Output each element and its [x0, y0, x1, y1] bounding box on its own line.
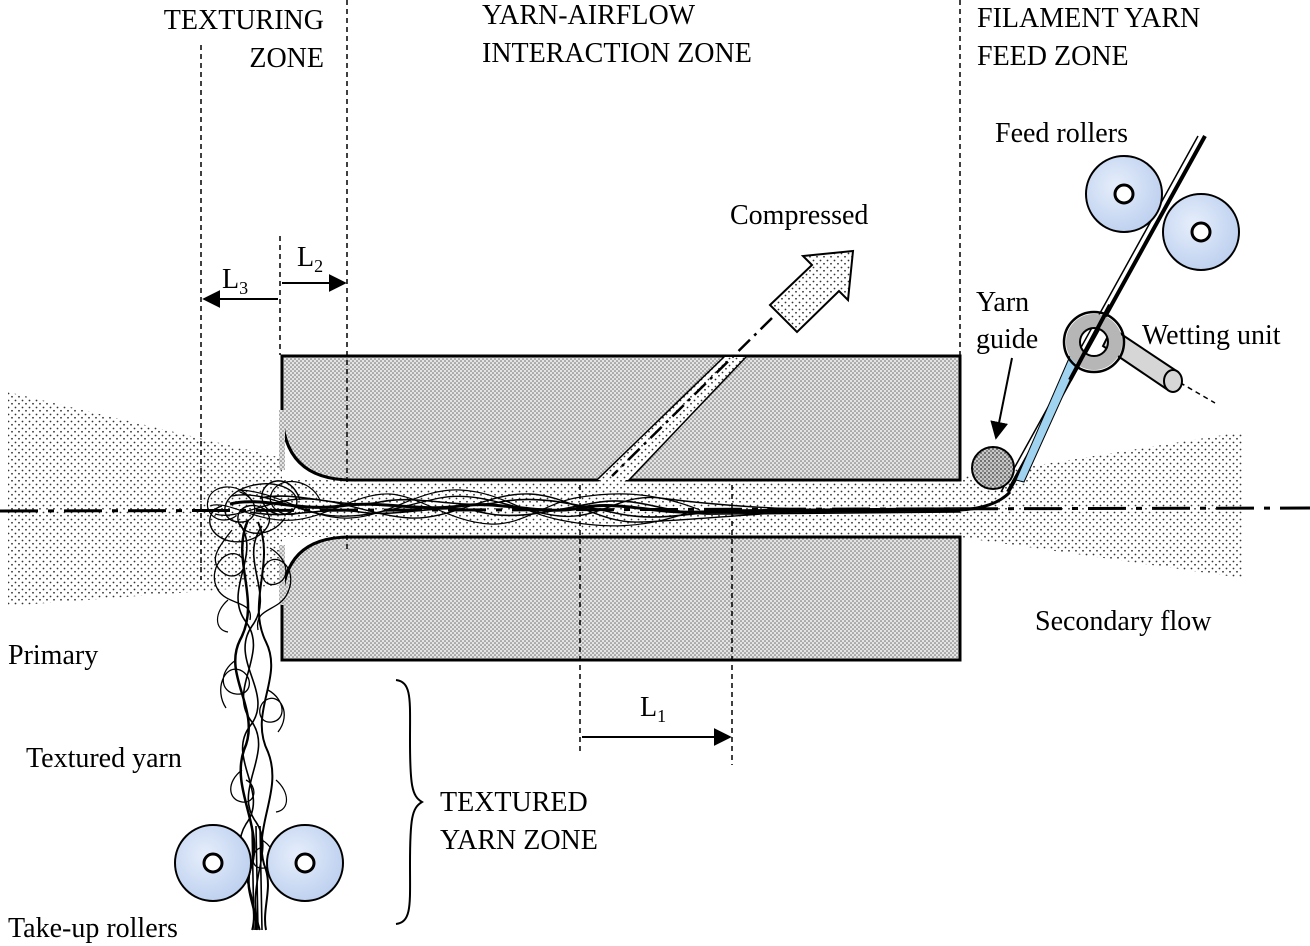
wetting-unit-pipe-end: [1163, 369, 1183, 393]
primary-flow-region: [8, 392, 282, 606]
l2-label: L2: [297, 242, 323, 276]
take-up-roller-right-hub: [294, 852, 316, 874]
feed-zone-label-line1: FILAMENT YARN: [977, 3, 1200, 34]
textured-yarn-zone-brace: [395, 679, 424, 925]
l2-letter: L: [297, 242, 314, 273]
interaction-zone-label-line2: INTERACTION ZONE: [482, 38, 752, 69]
feed-roller-right-hub: [1190, 221, 1212, 243]
nozzle-lower-block: [280, 535, 962, 662]
air-inlet-centerline: [611, 317, 773, 477]
nozzle-entry-lip-lower: [279, 545, 285, 605]
primary-label: Primary: [8, 640, 98, 671]
take-up-rollers: [174, 824, 344, 902]
textured-yarn-label: Textured yarn: [26, 743, 182, 774]
l3-letter: L: [222, 264, 239, 295]
air-inlet-channel: [598, 357, 745, 480]
wetting-unit-ring-inner: [1066, 314, 1122, 370]
feed-rollers-label: Feed rollers: [995, 118, 1128, 149]
l1-label: L1: [640, 692, 666, 726]
feed-yarn-through-wetting: [1068, 304, 1112, 381]
l1-letter: L: [640, 692, 657, 723]
l3-label: L3: [222, 264, 248, 298]
l3-subscript: 3: [239, 278, 248, 298]
compressed-label: Compressed: [730, 200, 868, 231]
texturing-zone-label-line1: TEXTURING: [164, 5, 324, 36]
compressed-air-arrow: [768, 249, 855, 334]
yarn-bundle: [206, 480, 1012, 543]
wetting-unit-label: Wetting unit: [1142, 320, 1281, 351]
yarn-guide-label-line2: guide: [976, 324, 1038, 355]
take-up-roller-left-hub: [202, 852, 224, 874]
take-up-rollers-label: Take-up rollers: [8, 913, 178, 944]
l2-subscript: 2: [314, 256, 323, 276]
feed-zone-label-line2: FEED ZONE: [977, 41, 1129, 72]
interaction-zone-label-line1: YARN-AIRFLOW: [482, 0, 696, 31]
texturing-zone-label-line2: ZONE: [249, 43, 324, 74]
feed-yarn-strand: [1000, 135, 1199, 493]
wetting-unit-ring: [1062, 310, 1126, 374]
wetting-unit-ring-core: [1079, 327, 1109, 357]
textured-yarn-zone-label-line1: TEXTURED: [440, 787, 588, 818]
feed-rollers: [1085, 155, 1240, 271]
yarn-guide-pointer: [990, 357, 1013, 440]
secondary-flow-label: Secondary flow: [1035, 606, 1212, 637]
nozzle-entry-lip: [279, 410, 285, 470]
l1-subscript: 1: [657, 706, 666, 726]
textured-yarn-nip: [251, 825, 263, 931]
yarn-guide: [971, 446, 1015, 490]
yarn-guide-label-line1: Yarn: [976, 287, 1029, 318]
feed-roller-left-hub: [1113, 183, 1135, 205]
textured-yarn-zone-label-line2: YARN ZONE: [440, 825, 598, 856]
